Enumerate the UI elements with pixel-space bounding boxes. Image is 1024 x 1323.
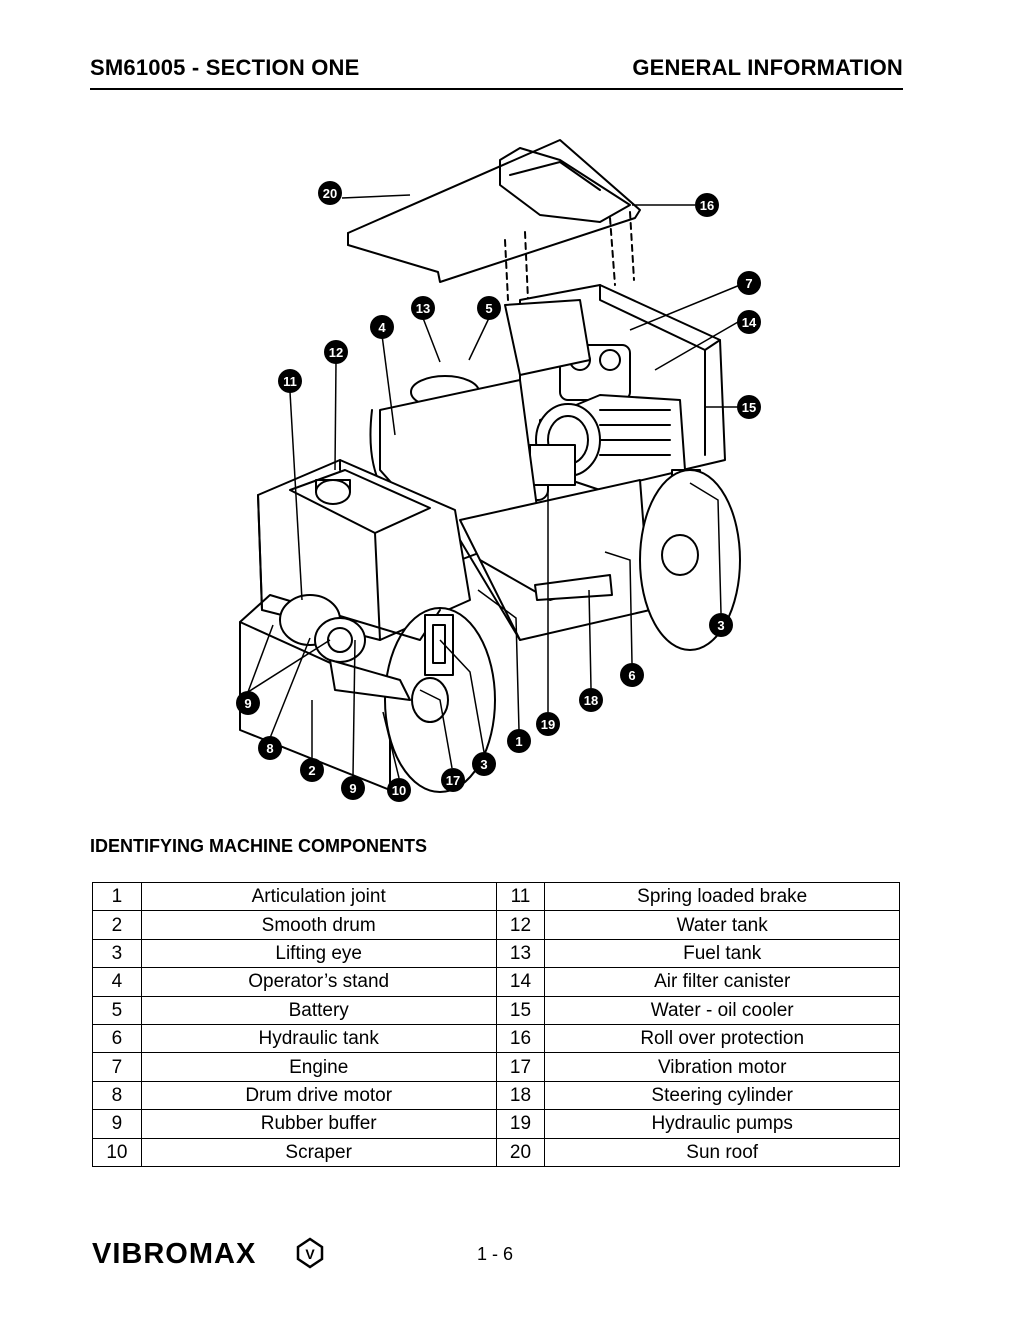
callout-20: 20	[323, 186, 337, 201]
callout-16: 16	[700, 198, 714, 213]
callout-3-rear: 3	[717, 618, 724, 633]
component-name: Battery	[140, 995, 497, 1025]
component-name: Fuel tank	[544, 938, 900, 969]
component-name: Water tank	[544, 910, 900, 940]
section-title: IDENTIFYING MACHINE COMPONENTS	[90, 836, 428, 856]
machine-diagram: 20 16 7 14 13 5 4 12 11 15 3 6 18 19 1 3…	[236, 139, 761, 802]
component-number: 20	[495, 1137, 546, 1167]
component-name: Roll over protection	[544, 1023, 900, 1054]
callout-14: 14	[742, 315, 757, 330]
component-name: Vibration motor	[544, 1052, 900, 1082]
component-name: Drum drive motor	[140, 1080, 497, 1111]
component-name: Water - oil cooler	[544, 995, 900, 1025]
component-number: 8	[92, 1080, 142, 1111]
svg-text:V: V	[305, 1246, 315, 1262]
component-name: Steering cylinder	[544, 1080, 900, 1111]
callout-2: 2	[308, 763, 315, 778]
vibromax-logo: VIBROMAX V	[92, 1237, 324, 1270]
logo-wordmark: VIBROMAX	[92, 1238, 256, 1270]
page-header: SM61005 - SECTION ONE GENERAL INFORMATIO…	[90, 52, 903, 90]
component-name: Lifting eye	[140, 938, 497, 969]
component-number: 9	[92, 1109, 142, 1139]
component-number: 15	[495, 995, 546, 1025]
callout-11: 11	[283, 374, 297, 389]
callout-9-upper: 9	[244, 696, 251, 711]
component-name: Hydraulic pumps	[544, 1109, 900, 1139]
component-number: 5	[92, 995, 142, 1025]
component-name: Smooth drum	[140, 910, 497, 940]
component-number: 7	[92, 1052, 142, 1082]
component-name: Hydraulic tank	[140, 1023, 497, 1054]
callout-3-front: 3	[480, 757, 487, 772]
callout-15: 15	[742, 400, 756, 415]
component-number: 13	[495, 938, 546, 969]
component-number: 14	[495, 967, 546, 997]
component-name: Operator’s stand	[140, 967, 497, 997]
callout-12: 12	[329, 345, 343, 360]
callout-7: 7	[745, 276, 752, 291]
component-number: 10	[92, 1137, 142, 1167]
component-name: Air filter canister	[544, 967, 900, 997]
component-number: 2	[92, 910, 142, 940]
callout-8: 8	[266, 741, 273, 756]
callout-1: 1	[515, 734, 522, 749]
logo-emblem-icon: V	[296, 1237, 324, 1269]
callout-18: 18	[584, 693, 598, 708]
callout-13: 13	[416, 301, 430, 316]
component-number: 17	[495, 1052, 546, 1082]
component-number: 16	[495, 1023, 546, 1054]
callout-6: 6	[628, 668, 635, 683]
component-number: 4	[92, 967, 142, 997]
component-name: Sun roof	[544, 1137, 900, 1167]
component-number: 6	[92, 1023, 142, 1054]
component-name: Rubber buffer	[140, 1109, 497, 1139]
section-name: GENERAL INFORMATION	[632, 55, 903, 80]
component-number: 18	[495, 1080, 546, 1111]
component-name: Scraper	[140, 1137, 497, 1167]
callout-17: 17	[446, 773, 460, 788]
callout-9-lower: 9	[349, 781, 356, 796]
component-name: Spring loaded brake	[544, 881, 900, 912]
document-code: SM61005 - SECTION ONE	[90, 55, 360, 80]
component-name: Articulation joint	[140, 881, 497, 912]
callout-19: 19	[541, 717, 555, 732]
callout-4: 4	[378, 320, 386, 335]
component-name: Engine	[140, 1052, 497, 1082]
component-number: 19	[495, 1109, 546, 1139]
component-number: 1	[92, 881, 142, 912]
component-number: 3	[92, 938, 142, 969]
callout-5: 5	[485, 301, 492, 316]
callout-10: 10	[392, 783, 406, 798]
page-number: 1 - 6	[477, 1244, 514, 1264]
component-number: 12	[495, 910, 546, 940]
component-number: 11	[495, 881, 546, 912]
